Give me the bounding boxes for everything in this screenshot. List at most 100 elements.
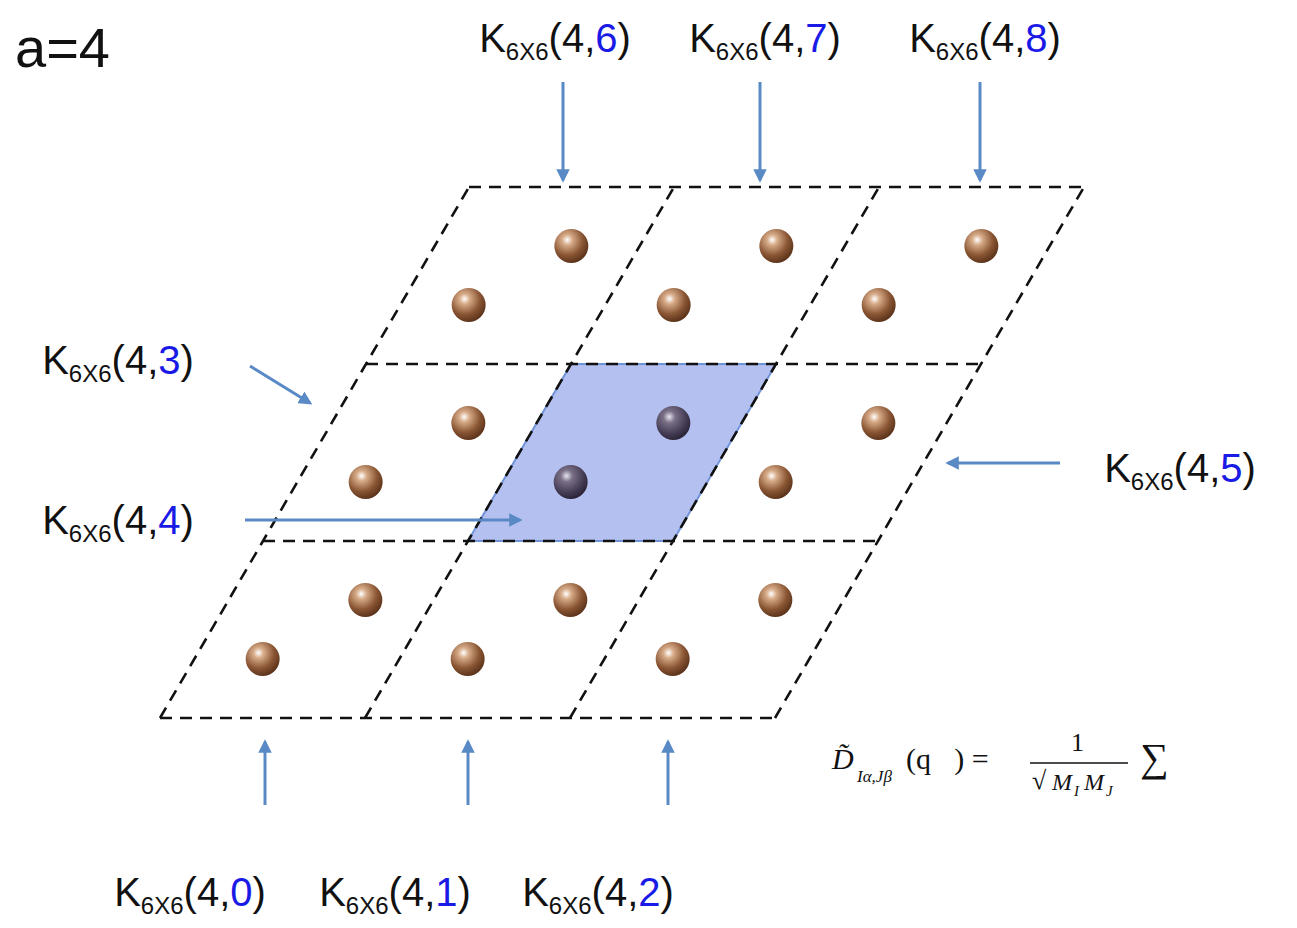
- atom: [451, 642, 485, 676]
- label-part: 7: [805, 16, 827, 60]
- label-part: 6X6: [141, 892, 184, 919]
- block-label: K6X6(4,6): [479, 18, 631, 64]
- pointer-arrow: [759, 82, 762, 180]
- label-part: 6X6: [346, 892, 389, 919]
- pointer-arrow: [250, 366, 310, 403]
- formula-text: J: [1106, 784, 1113, 799]
- label-part: 6X6: [936, 38, 979, 65]
- label-part: 6X6: [69, 520, 112, 547]
- fraction-bar: [1030, 762, 1128, 764]
- label-part: 4: [158, 498, 180, 542]
- supercell-boundary: [570, 187, 879, 718]
- label-part: K: [479, 16, 506, 60]
- block-label: K6X6(4,2): [522, 872, 674, 918]
- block-label: K6X6(4,5): [1104, 448, 1256, 494]
- label-part: 1: [435, 870, 457, 914]
- label-part: (4,: [389, 870, 436, 914]
- block-label: K6X6(4,0): [114, 872, 266, 918]
- supercell-boundary: [160, 187, 469, 718]
- label-part: ): [661, 870, 674, 914]
- atom: [861, 406, 895, 440]
- label-part: 6X6: [69, 360, 112, 387]
- atom: [554, 465, 588, 499]
- pointer-arrow: [667, 742, 670, 805]
- pointer-arrow: [562, 82, 565, 180]
- label-part: (4,: [759, 16, 806, 60]
- label-part: K: [909, 16, 936, 60]
- label-part: (4,: [979, 16, 1026, 60]
- supercell-boundary: [775, 187, 1084, 718]
- formula-text: M: [1084, 770, 1104, 794]
- label-part: K: [689, 16, 716, 60]
- label-part: ): [181, 338, 194, 382]
- pointer-arrow: [948, 462, 1060, 465]
- formula-text: M: [1052, 770, 1072, 794]
- label-part: ): [1048, 16, 1061, 60]
- block-label: K6X6(4,1): [319, 872, 471, 918]
- label-part: ): [253, 870, 266, 914]
- label-part: ): [618, 16, 631, 60]
- label-part: K: [114, 870, 141, 914]
- unit-cell: [468, 364, 776, 541]
- supercell-boundary: [366, 363, 981, 366]
- label-part: K: [42, 498, 69, 542]
- block-label: K6X6(4,8): [909, 18, 1061, 64]
- label-part: ): [458, 870, 471, 914]
- label-part: 3: [158, 338, 180, 382]
- label-part: ): [828, 16, 841, 60]
- label-part: 0: [230, 870, 252, 914]
- formula-text: I: [1074, 784, 1079, 799]
- formula-text: a=4: [15, 20, 110, 76]
- block-label: K6X6(4,3): [42, 340, 194, 386]
- label-part: K: [1104, 446, 1131, 490]
- formula-text: D̃: [832, 744, 854, 774]
- atom: [553, 583, 587, 617]
- formula-text: ∑: [1140, 738, 1169, 778]
- label-part: 6X6: [549, 892, 592, 919]
- supercell-boundary: [365, 187, 674, 718]
- atom: [246, 642, 280, 676]
- label-part: 8: [1025, 16, 1047, 60]
- label-part: 2: [638, 870, 660, 914]
- block-label: K6X6(4,4): [42, 500, 194, 546]
- label-part: 6X6: [716, 38, 759, 65]
- atom: [554, 229, 588, 263]
- label-part: 6X6: [506, 38, 549, 65]
- atom: [759, 229, 793, 263]
- pointer-arrow: [264, 742, 267, 805]
- formula-text: √: [1032, 768, 1046, 794]
- label-part: ): [181, 498, 194, 542]
- atom: [656, 406, 690, 440]
- pointer-arrow: [979, 82, 982, 180]
- label-part: K: [42, 338, 69, 382]
- formula-text: Iα,Jβ: [857, 768, 892, 785]
- label-part: ): [1243, 446, 1256, 490]
- supercell-boundary: [160, 717, 775, 720]
- atom: [862, 288, 896, 322]
- label-part: K: [319, 870, 346, 914]
- pointer-arrow: [467, 742, 470, 805]
- label-part: 5: [1220, 446, 1242, 490]
- atom: [452, 288, 486, 322]
- atom: [964, 229, 998, 263]
- label-part: 6: [595, 16, 617, 60]
- label-part: (4,: [112, 498, 159, 542]
- atom: [657, 288, 691, 322]
- formula-text: 1: [1071, 730, 1084, 756]
- atom: [758, 583, 792, 617]
- label-part: (4,: [112, 338, 159, 382]
- label-part: (4,: [1174, 446, 1221, 490]
- formula-text: (q⃗) =: [906, 744, 989, 774]
- atom: [349, 465, 383, 499]
- supercell-boundary: [469, 186, 1084, 189]
- atom: [759, 465, 793, 499]
- pointer-arrow: [245, 519, 520, 522]
- atom: [348, 583, 382, 617]
- atom: [451, 406, 485, 440]
- label-part: (4,: [184, 870, 231, 914]
- label-part: (4,: [592, 870, 639, 914]
- block-label: K6X6(4,7): [689, 18, 841, 64]
- label-part: K: [522, 870, 549, 914]
- label-part: 6X6: [1131, 468, 1174, 495]
- label-part: (4,: [549, 16, 596, 60]
